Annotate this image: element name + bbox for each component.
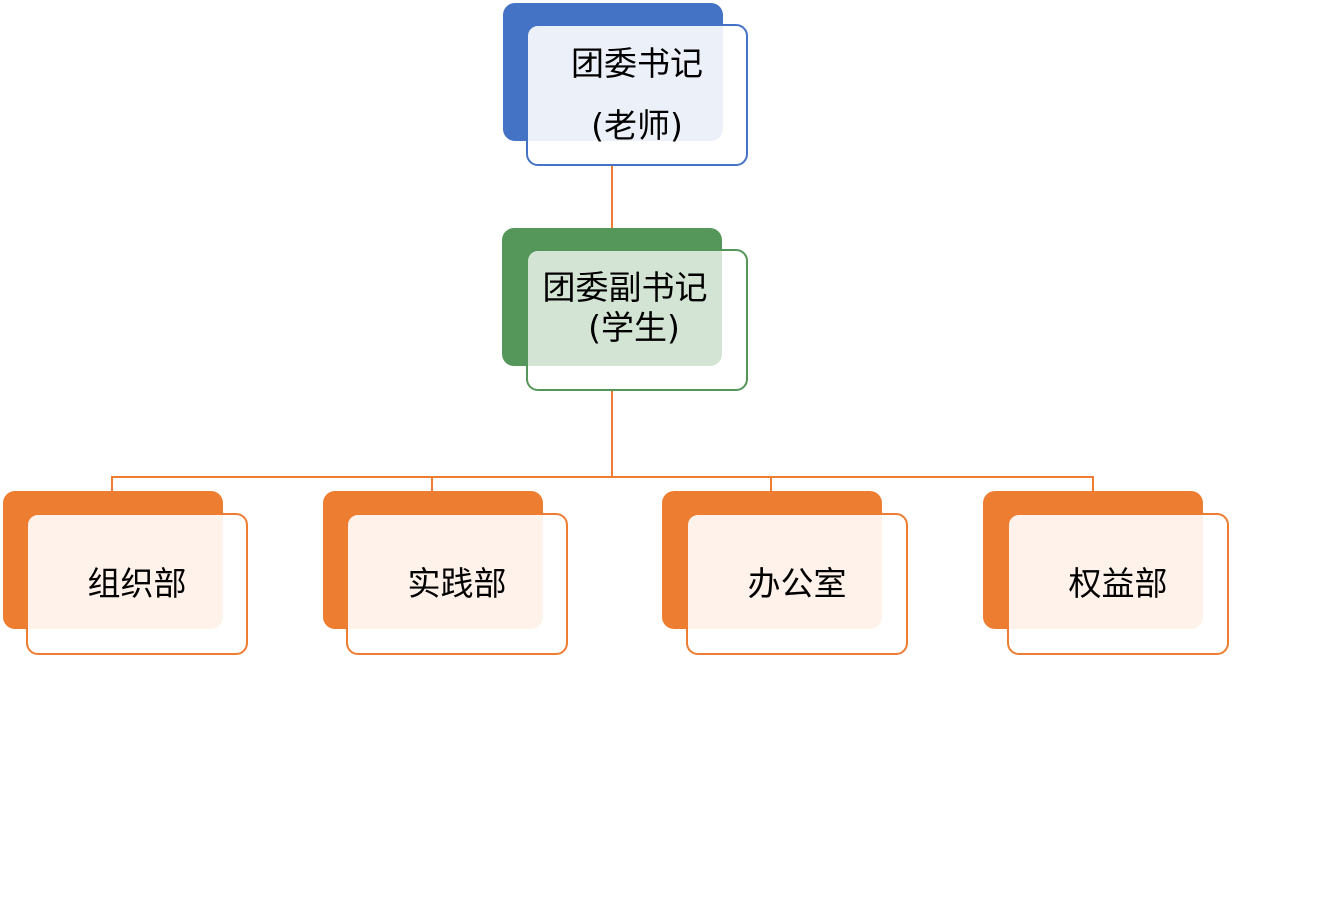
node-box: 权益部: [1007, 513, 1229, 655]
node-subtitle: (学生): [588, 308, 680, 347]
connector-horizontal: [111, 476, 1094, 478]
node-box: 团委书记 (老师): [526, 24, 748, 166]
connector-drop-4: [1092, 476, 1094, 492]
node-title: 办公室: [747, 564, 847, 603]
node-title: 团委书记: [571, 44, 703, 83]
node-box: 团委副书记 (学生): [526, 249, 748, 391]
node-box: 实践部: [346, 513, 568, 655]
node-subtitle: (老师): [591, 106, 683, 145]
node-title: 组织部: [87, 564, 187, 603]
connector-secretary-deputy: [611, 165, 613, 229]
connector-deputy-down: [611, 390, 613, 477]
node-title: 团委副书记: [542, 268, 708, 307]
node-title: 实践部: [407, 564, 507, 603]
node-title: 权益部: [1068, 564, 1168, 603]
connector-drop-2: [431, 476, 433, 492]
node-box: 办公室: [686, 513, 908, 655]
connector-drop-3: [770, 476, 772, 492]
connector-drop-1: [111, 476, 113, 492]
node-box: 组织部: [26, 513, 248, 655]
